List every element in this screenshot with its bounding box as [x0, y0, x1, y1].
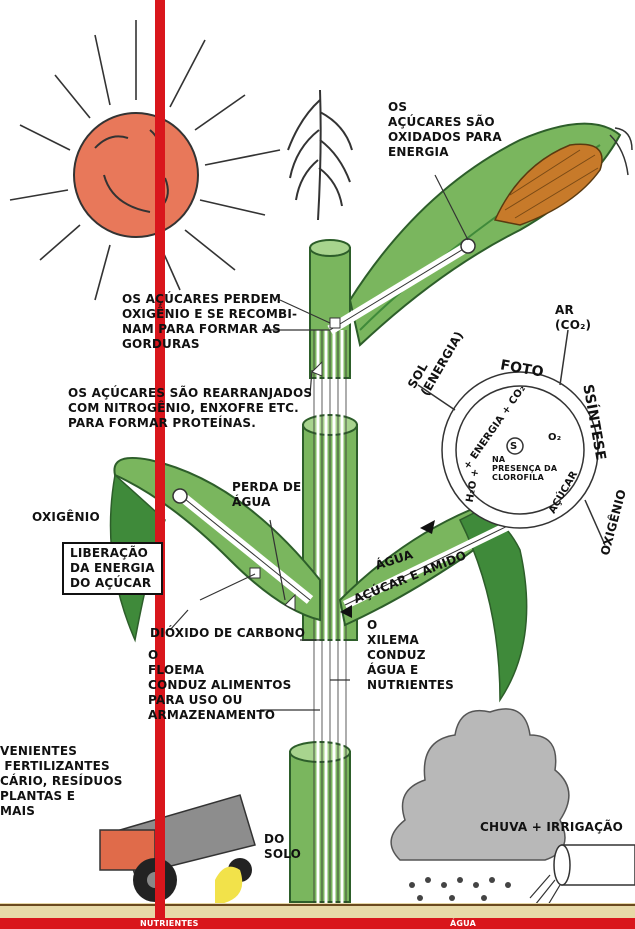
label-oxygen-left: OXIGÊNIO	[32, 510, 100, 525]
label-soil: DO SOLO	[264, 832, 301, 862]
label-xylem: O XILEMA CONDUZ ÁGUA E NUTRIENTES	[367, 618, 454, 693]
label-water-loss: PERDA DE ÁGUA	[232, 480, 301, 510]
label-rain-irrigation: CHUVA + IRRIGAÇÃO	[480, 820, 623, 835]
label-fertilizers: VENIENTES FERTILIZANTES CÁRIO, RESÍDUOS …	[0, 744, 123, 819]
label-phloem: O FLOEMA CONDUZ ALIMENTOS PARA USO OU AR…	[148, 648, 291, 723]
label-energy-release: LIBERAÇÃO DA ENERGIA DO AÇÚCAR	[62, 542, 163, 595]
red-frame-bottom	[0, 918, 635, 929]
label-bottom-nutrients: NUTRIENTES	[140, 919, 199, 928]
label-sugars-oxidized: OS AÇÚCARES SÃO OXIDADOS PARA ENERGIA	[388, 100, 502, 160]
tassel-illustration	[288, 90, 352, 220]
sugar-symbol: S	[510, 439, 517, 454]
label-sugars-proteins: OS AÇÚCARES SÃO REARRANJADOS COM NITROGÊ…	[68, 386, 312, 431]
rain-cloud	[391, 709, 569, 901]
label-bottom-water: ÁGUA	[450, 919, 476, 928]
label-chlorophyll: NA PRESENÇA DA CLOROFILA	[492, 455, 557, 482]
sun-illustration	[10, 20, 280, 300]
red-frame-bar	[155, 0, 165, 929]
fertilizer-tractor	[100, 795, 255, 905]
label-air-co2: AR (CO₂)	[555, 303, 591, 333]
label-carbon-dioxide: DIÓXIDO DE CARBONO	[150, 626, 305, 641]
label-sugars-fats: OS AÇÚCARES PERDEM OXIGÊNIO E SE RECOMBI…	[122, 292, 297, 352]
label-o2: O₂	[548, 430, 561, 445]
